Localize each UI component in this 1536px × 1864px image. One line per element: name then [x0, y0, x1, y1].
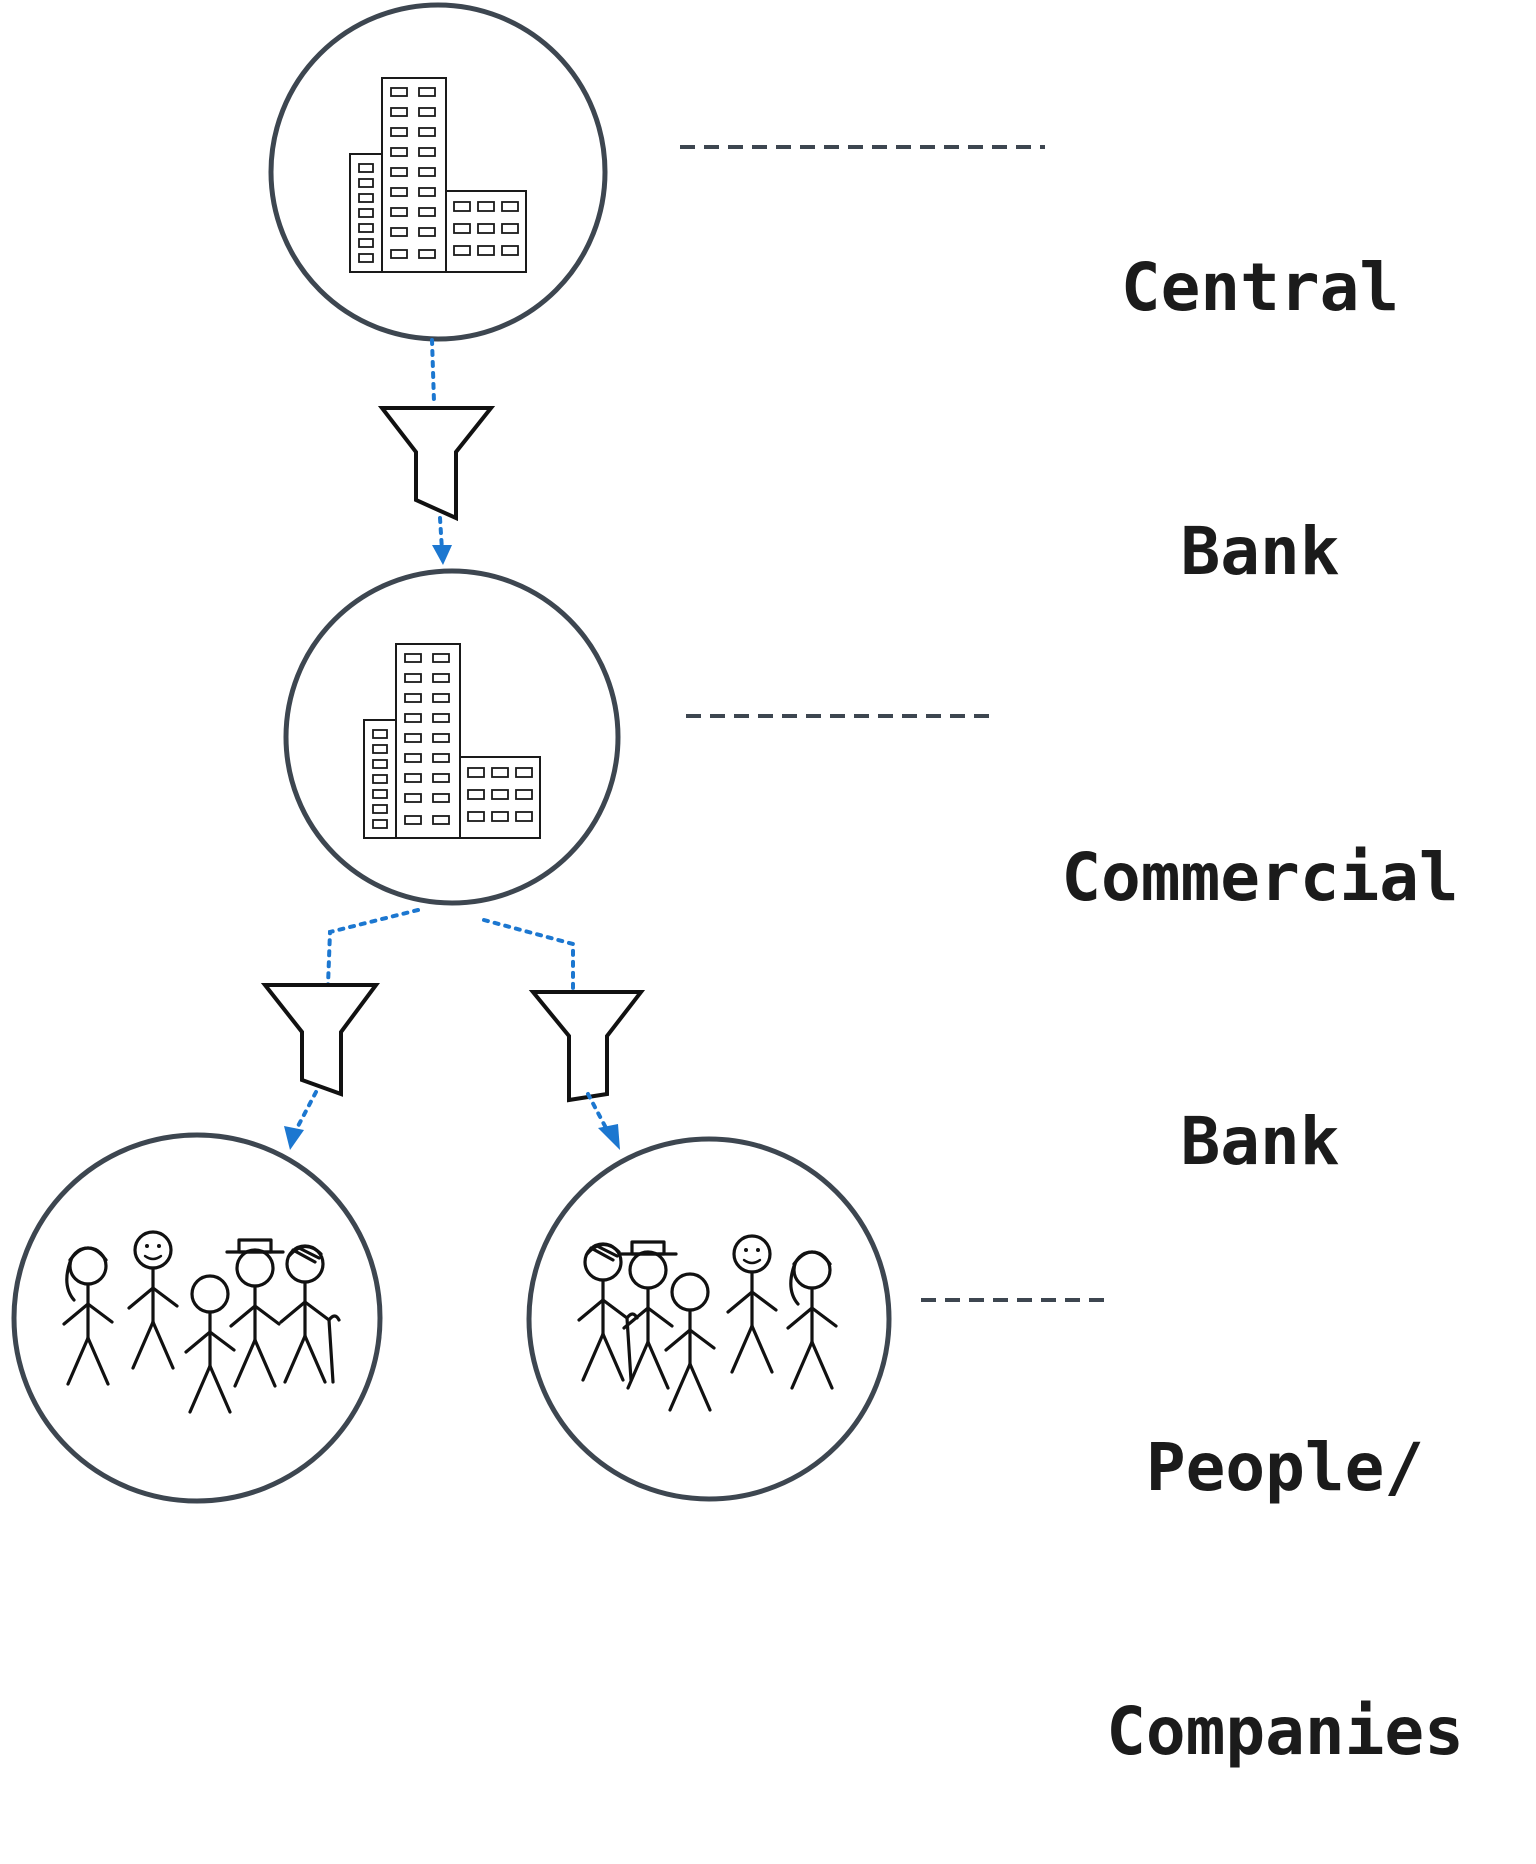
central-bank-label-line1: Central	[1120, 249, 1400, 326]
central-bank-buildings-icon	[349, 77, 527, 273]
flow-line-left-filter-to-people	[294, 1090, 318, 1132]
left-filter-funnel-icon	[260, 983, 380, 1097]
central-bank-node	[268, 2, 608, 342]
people-group-left-crowd-icon	[64, 1232, 339, 1414]
money-flow-diagram	[11, 2, 1110, 1504]
people-companies-label-line2: Companies	[1106, 1693, 1464, 1770]
flow-line-filter-to-commercial	[438, 516, 444, 552]
people-companies-label: People/ Companies	[1080, 1248, 1490, 1864]
commercial-bank-buildings-icon	[363, 643, 541, 839]
commercial-bank-label-line1: Commercial	[1061, 839, 1459, 916]
people-companies-label-line1: People/	[1145, 1429, 1425, 1506]
commercial-bank-label: Commercial Bank	[1030, 658, 1490, 1274]
right-flow-arrowhead	[598, 1124, 620, 1150]
flow-line-commercial-to-left-filter	[326, 908, 420, 987]
flow-line-central-to-filter	[430, 338, 436, 404]
people-group-right-crowd-icon	[579, 1236, 836, 1412]
filter-funnel-icon	[377, 406, 496, 522]
people-group-left-node	[11, 1132, 383, 1504]
right-filter-funnel-icon	[528, 990, 646, 1103]
commercial-bank-label-line2: Bank	[1180, 1103, 1340, 1180]
central-bank-label-line2: Bank	[1180, 513, 1340, 590]
commercial-bank-node	[283, 568, 621, 906]
people-group-right-node	[526, 1136, 892, 1502]
flow-line-commercial-to-right-filter	[482, 918, 575, 994]
central-bank-label: Central Bank	[1100, 68, 1420, 684]
left-flow-arrowhead	[284, 1126, 304, 1150]
flow-line-right-filter-to-people	[586, 1092, 608, 1130]
flow-arrowhead	[432, 545, 452, 565]
